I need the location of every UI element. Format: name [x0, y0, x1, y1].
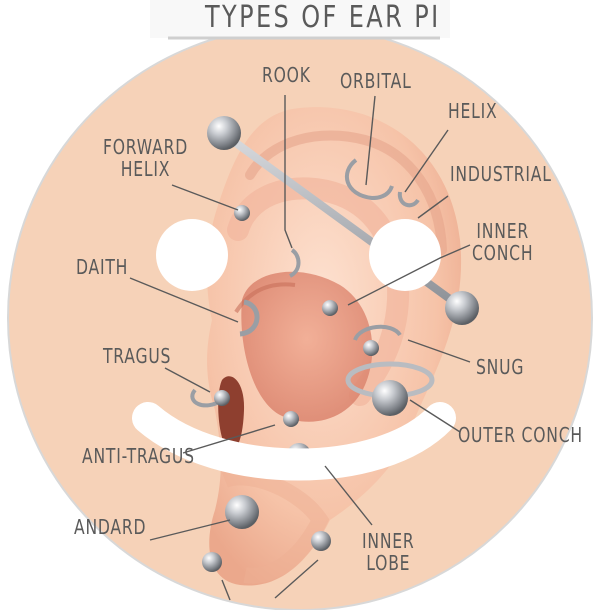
label-snug: SNUG — [476, 356, 524, 378]
outer-conch-ball — [372, 380, 408, 416]
label-inner-conch: INNER CONCH — [472, 220, 533, 264]
industrial-ball-bottom — [445, 291, 479, 325]
label-orbital: ORBITAL — [340, 70, 412, 92]
label-tragus: TRAGUS — [103, 345, 171, 367]
label-inner-conch-line2: CONCH — [472, 242, 533, 264]
label-rook: ROOK — [262, 64, 311, 86]
tragus-ball — [214, 390, 230, 406]
inner-conch-stud — [322, 300, 338, 316]
label-standard: ANDARD — [74, 516, 146, 538]
page-title: TYPES OF EAR PI — [205, 0, 441, 35]
forward-helix-stud — [234, 205, 250, 221]
industrial-ball-top — [207, 116, 241, 150]
label-helix: HELIX — [448, 100, 497, 122]
label-inner-conch-line1: INNER — [472, 220, 533, 242]
label-inner-lobe: INNER LOBE — [362, 530, 415, 574]
mask-right-eye — [369, 219, 441, 291]
label-forward-helix-line2: HELIX — [103, 158, 188, 180]
standard-lobe-stud — [225, 495, 259, 529]
lobe-stud-lower — [202, 552, 222, 572]
label-inner-lobe-line2: LOBE — [362, 552, 415, 574]
label-daith: DAITH — [76, 256, 128, 278]
label-inner-lobe-line1: INNER — [362, 530, 415, 552]
mask-left-eye — [156, 219, 228, 291]
label-industrial: INDUSTRIAL — [450, 163, 552, 185]
label-forward-helix-line1: FORWARD — [103, 136, 188, 158]
anti-tragus-stud — [283, 411, 299, 427]
label-anti-tragus: ANTI-TRAGUS — [82, 445, 195, 467]
inner-lobe-stud — [311, 531, 331, 551]
label-forward-helix: FORWARD HELIX — [103, 136, 188, 180]
snug-ball — [363, 340, 379, 356]
label-outer-conch: OUTER CONCH — [458, 424, 583, 446]
